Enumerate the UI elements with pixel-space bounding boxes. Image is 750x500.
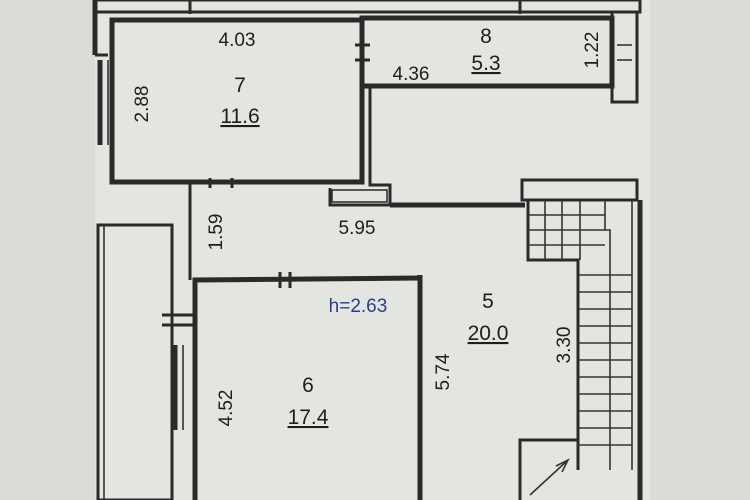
balcony-walls: [96, 223, 195, 500]
room-8-height-label: 1.22: [582, 32, 603, 69]
room-7-area: 11.6: [220, 105, 259, 128]
room-7-number: 7: [234, 74, 246, 97]
room-5-area: 20.0: [468, 322, 509, 345]
room-6-walls: [172, 272, 421, 500]
room-7-width-label: 4.03: [219, 30, 256, 51]
top-wall-group: [92, 0, 642, 57]
room-7-height-label: 2.88: [132, 86, 153, 123]
plan-sheet: [95, 0, 650, 500]
room-8-number: 8: [480, 25, 492, 48]
room-8-width-label: 4.36: [393, 64, 430, 85]
ceiling-height-label: h=2.63: [329, 296, 388, 317]
room-5-walls: [188, 182, 643, 500]
corridor-walls: [190, 86, 525, 208]
room-6-area: 17.4: [288, 406, 329, 429]
stair-length-label: 3.30: [554, 327, 575, 364]
room-5-number: 5: [482, 290, 494, 313]
room-8-walls: [355, 10, 639, 104]
room-6-height-label: 4.52: [216, 390, 237, 427]
room-6-number: 6: [302, 374, 314, 397]
staircase: [518, 178, 639, 500]
hall-depth-label: 1.59: [206, 214, 227, 251]
room-8-area: 5.3: [471, 52, 500, 75]
room-5-width-label: 5.95: [339, 218, 376, 239]
room-5-depth-label: 5.74: [433, 353, 454, 390]
